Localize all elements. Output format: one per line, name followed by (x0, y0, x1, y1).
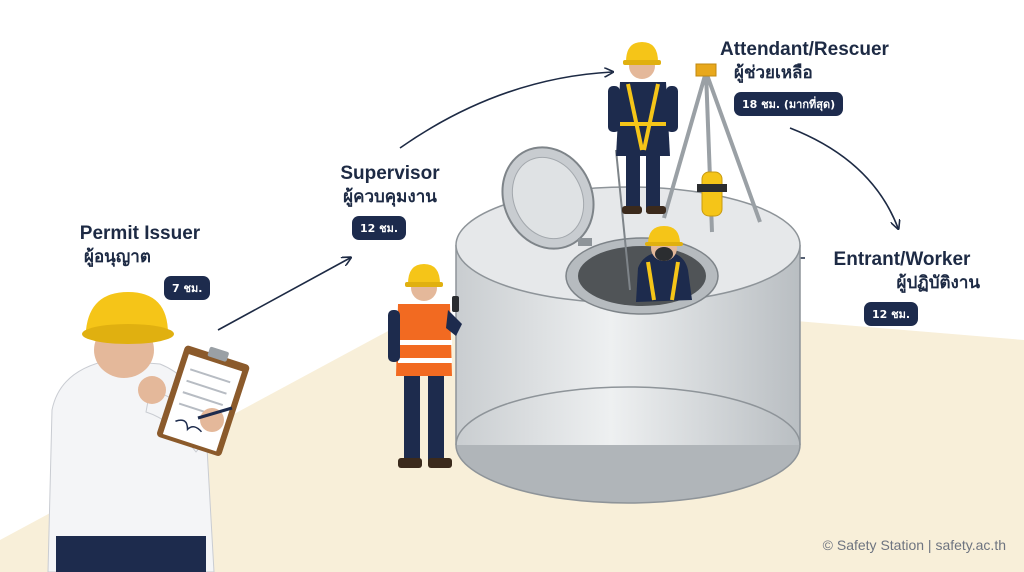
supervisor-hours-badge: 12 ชม. (352, 216, 407, 240)
attendant-title-thai: ผู้ช่วยเหลือ (734, 63, 813, 83)
supervisor-title-thai: ผู้ควบคุมงาน (343, 187, 437, 207)
role-permit-issuer: Permit Issuer ผู้อนุญาต 7 ชม. (60, 222, 220, 300)
attendant-rescuer-figure (608, 42, 678, 214)
role-supervisor: Supervisor ผู้ควบคุมงาน 12 ชม. (320, 162, 460, 240)
entrant-worker-figure (636, 226, 692, 302)
permit-issuer-figure (47, 292, 250, 572)
arrow-supervisor-to-attendant (399, 72, 612, 149)
permit-issuer-hours-badge: 7 ชม. (164, 276, 211, 300)
arrow-issuer-to-supervisor (217, 258, 350, 331)
rescue-line (615, 149, 631, 291)
entrant-title-thai: ผู้ปฏิบัติงาน (896, 273, 980, 293)
supervisor-title: Supervisor (340, 163, 440, 184)
scba-cylinder (697, 171, 727, 217)
supervisor-figure (388, 264, 462, 468)
permit-issuer-title-thai: ผู้อนุญาต (84, 247, 151, 267)
attendant-hours-badge: 18 ชม. (มากที่สุด) (734, 92, 844, 116)
arrow-attendant-to-entrant (789, 127, 898, 228)
manhole-lid (501, 146, 595, 250)
confined-space-tank (455, 186, 801, 504)
permit-issuer-title: Permit Issuer (79, 223, 201, 244)
entrant-title: Entrant/Worker (833, 249, 971, 270)
entrant-hours-badge: 12 ชม. (864, 302, 919, 326)
clipboard (157, 345, 250, 456)
role-attendant-rescuer: Attendant/Rescuer ผู้ช่วยเหลือ 18 ชม. (ม… (716, 38, 916, 116)
role-entrant-worker: Entrant/Worker ผู้ปฏิบัติงาน 12 ชม. (820, 248, 984, 326)
copyright-notice: © Safety Station | safety.ac.th (822, 537, 1006, 553)
attendant-title: Attendant/Rescuer (720, 39, 889, 60)
